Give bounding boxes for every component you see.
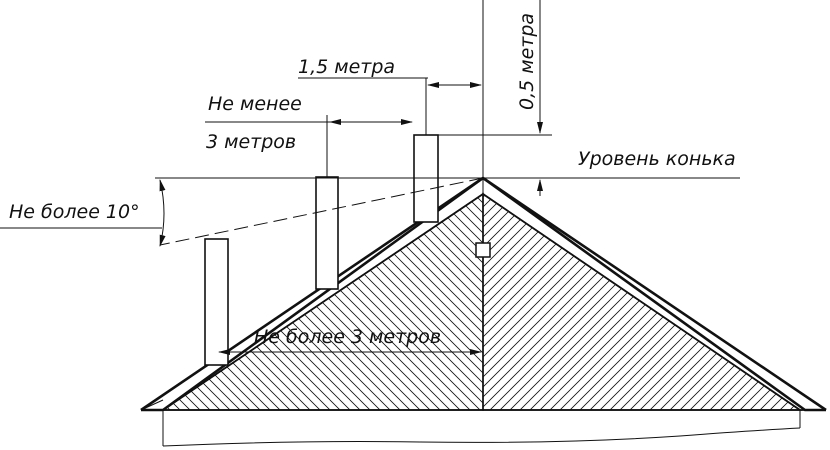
attic-vent (475, 242, 491, 258)
label-horizontal-offset: 1,5 метра (298, 56, 395, 78)
ten-degree-line (159, 177, 484, 246)
chimney-far (204, 238, 229, 366)
label-ridge-level: Уровень конька (578, 148, 736, 170)
roof-right-edge (482, 176, 827, 412)
label-min-distance-line2: 3 метров (206, 131, 296, 153)
label-angle-limit: Не более 10° (9, 201, 140, 223)
label-min-distance-line1: Не менее (208, 93, 302, 115)
angle-arc (159, 179, 166, 247)
label-max-distance: Не более 3 метров (254, 326, 441, 348)
roof-gable (160, 192, 803, 411)
house-wall (162, 410, 801, 447)
chimney-middle (315, 176, 339, 290)
label-height-offset: 0,5 метра (516, 13, 538, 110)
wall-break-line (162, 427, 801, 447)
